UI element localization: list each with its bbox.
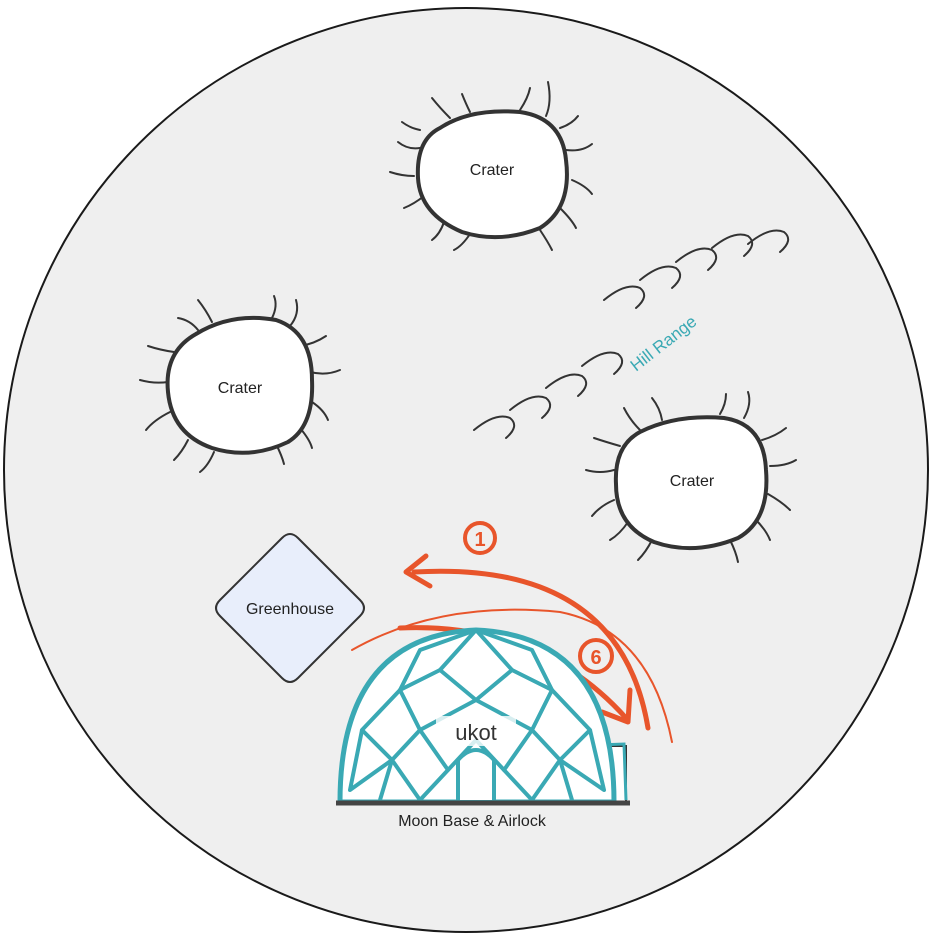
route-marker-1: 1: [463, 521, 497, 555]
route-arrow-outbound: [411, 568, 651, 731]
greenhouse: Greenhouse: [215, 533, 365, 683]
crater-label: Crater: [470, 162, 515, 179]
arrow-head-down: [599, 687, 633, 725]
route-marker-number: 1: [474, 529, 485, 551]
crater-label: Crater: [218, 380, 263, 397]
crater-top: Crater: [389, 81, 593, 251]
arrow-head-left: [403, 553, 433, 589]
crater-label: Crater: [670, 473, 715, 490]
crater-left: Crater: [139, 295, 341, 473]
dome-door: [456, 748, 496, 804]
greenhouse-label: Greenhouse: [246, 601, 334, 618]
route-marker-number: 6: [590, 647, 601, 669]
base-label: Moon Base & Airlock: [398, 813, 547, 830]
base-logo: ukot: [455, 720, 497, 745]
crater-right: Crater: [585, 391, 797, 563]
moon-surface: [3, 7, 929, 933]
moon-base-dome: ukot Moon Base & Airlock: [336, 627, 630, 830]
hill-range: [473, 229, 790, 439]
route-marker-6: 6: [578, 638, 614, 674]
